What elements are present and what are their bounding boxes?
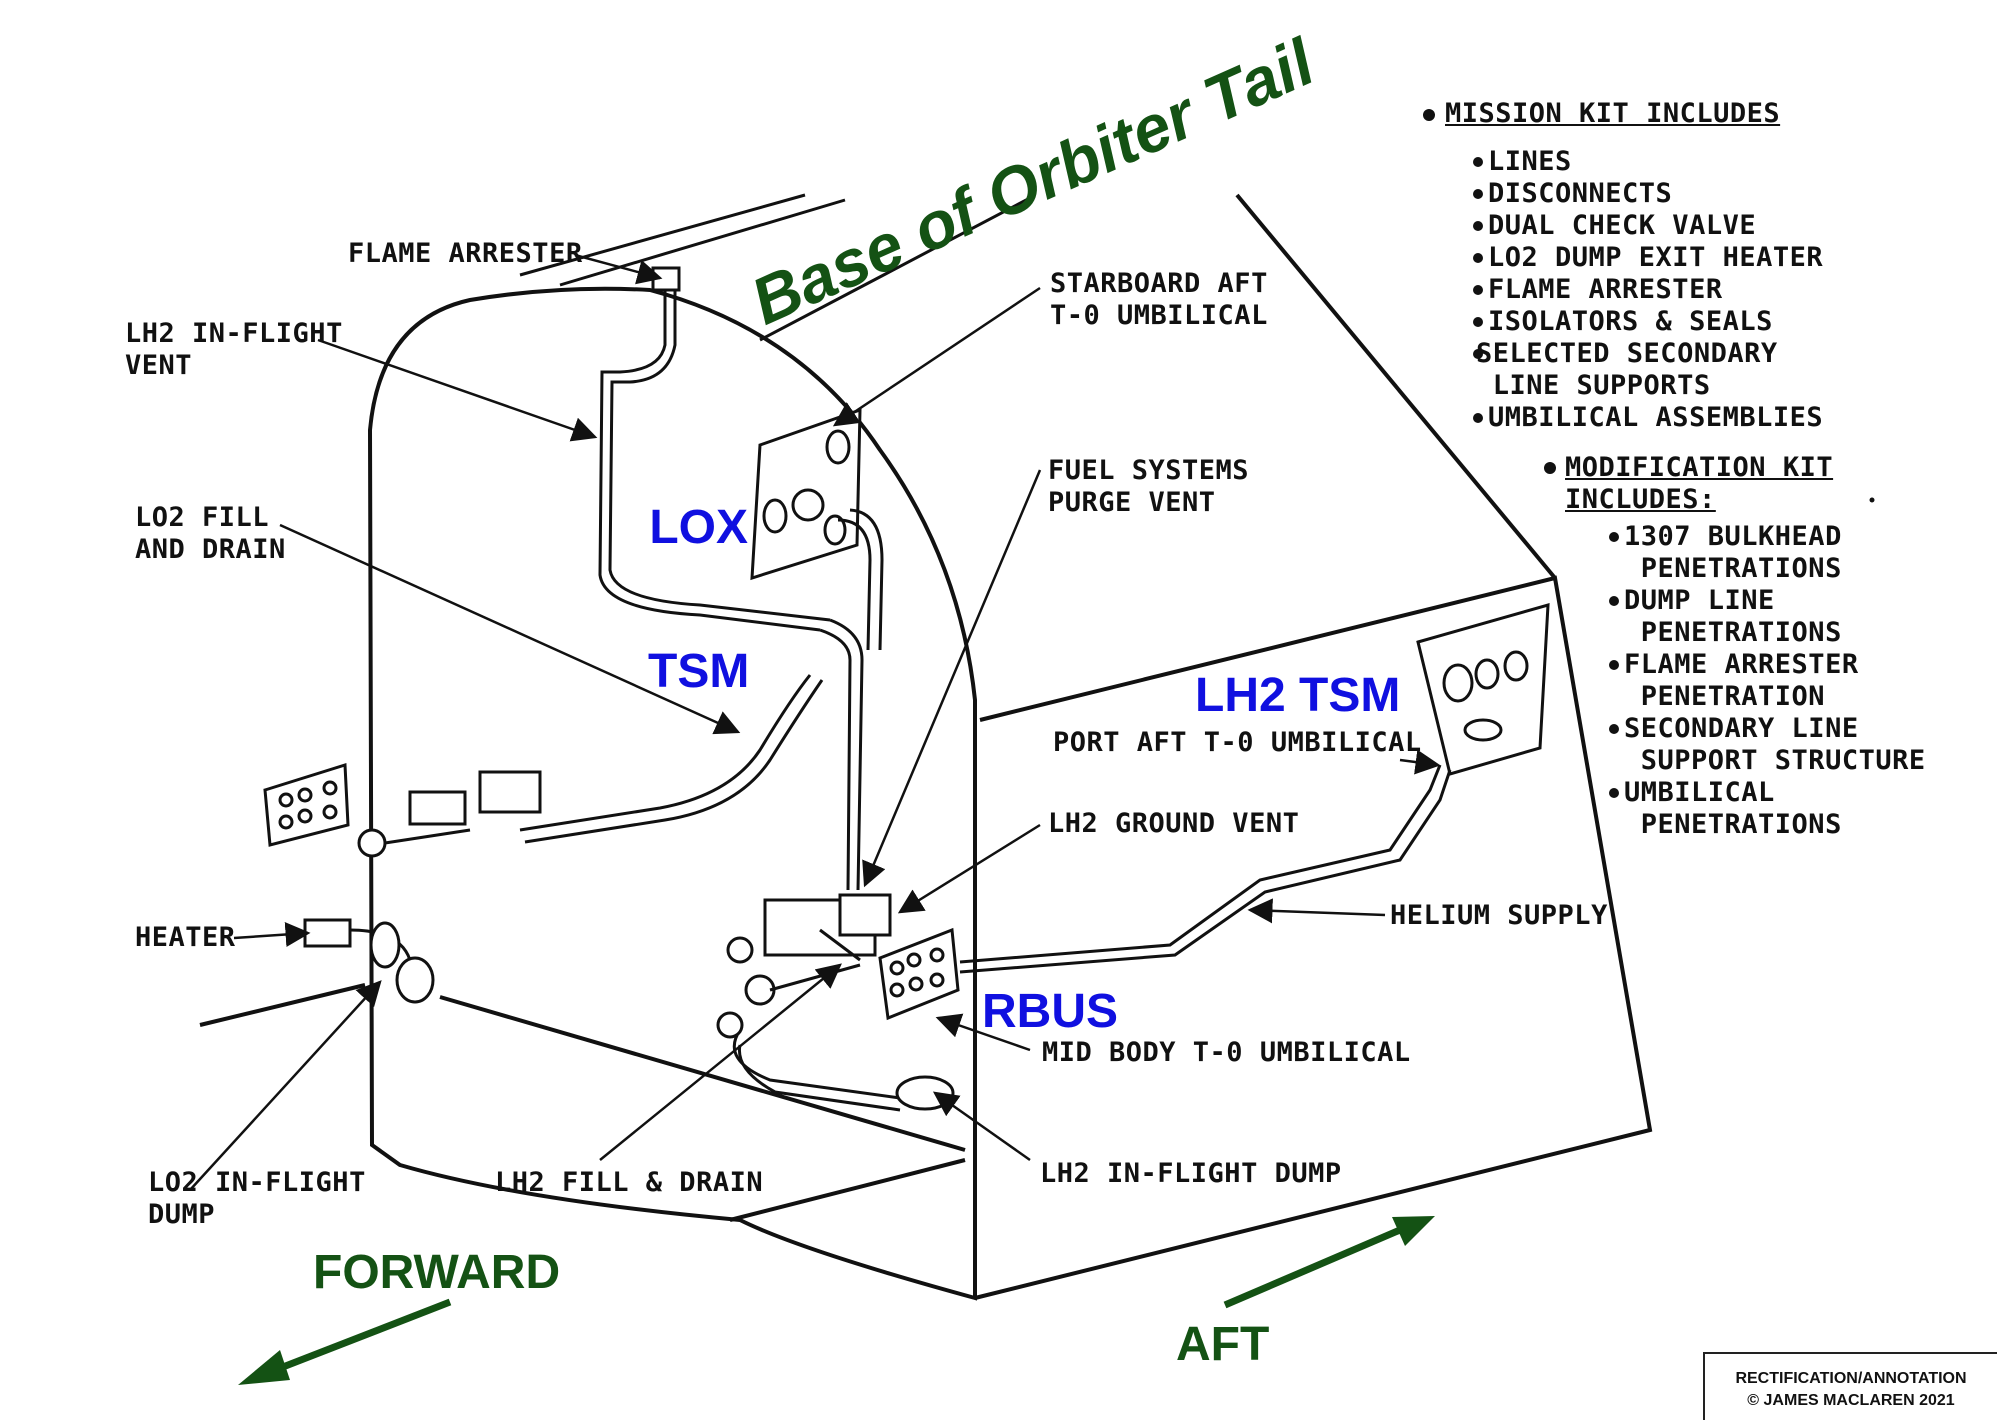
lh2-tsm-label: LH2 TSM xyxy=(1195,669,1401,722)
heater-label: HEATER xyxy=(135,922,236,953)
tail-rails xyxy=(519,193,1031,342)
modification-kit-item: FLAME ARRESTER PENETRATION xyxy=(1624,649,1859,712)
lh2-fill-drain-label: LH2 FILL & DRAIN xyxy=(495,1167,764,1198)
mission-kit-item: DUAL CHECK VALVE xyxy=(1488,210,1757,241)
lo2-fill-drain-label: LO2 FILL AND DRAIN xyxy=(135,502,286,565)
credit-line-2: © JAMES MACLAREN 2021 xyxy=(1747,1392,1955,1409)
plumbing xyxy=(303,266,1452,1112)
lh2-inflight-vent-label: LH2 IN-FLIGHT VENT xyxy=(125,318,343,381)
direction-arrows xyxy=(238,1216,1435,1385)
lox-tsm-plate xyxy=(750,407,862,581)
lh2-tsm-plate xyxy=(1416,602,1550,776)
helium-supply-label: HELIUM SUPPLY xyxy=(1390,900,1608,931)
modification-kit-item: 1307 BULKHEAD PENETRATIONS xyxy=(1624,521,1842,584)
mission-kit-item: ISOLATORS & SEALS xyxy=(1488,306,1773,337)
mission-kit-title: MISSION KIT INCLUDES xyxy=(1445,98,1781,129)
leader-lines xyxy=(189,253,1441,1191)
rbus-plate xyxy=(878,927,960,1021)
modification-kit-item: UMBILICAL PENETRATIONS xyxy=(1624,777,1842,840)
kit-bullets xyxy=(1423,109,1875,798)
credit-line-1: RECTIFICATION/ANNOTATION xyxy=(1735,1370,1967,1387)
modification-kit-item: DUMP LINE PENETRATIONS xyxy=(1624,585,1842,648)
flame-arrester-label: FLAME ARRESTER xyxy=(348,238,583,269)
modification-kit-title: MODIFICATION KIT INCLUDES: xyxy=(1565,452,1834,515)
credit-box: RECTIFICATION/ANNOTATION © JAMES MACLARE… xyxy=(1703,1352,1997,1420)
rbus-label: RBUS xyxy=(982,985,1119,1038)
mid-body-umbilical-label: MID BODY T-0 UMBILICAL xyxy=(1042,1037,1411,1068)
lox-tsm-label: LOX TSM xyxy=(648,408,749,744)
mission-kit-item: FLAME ARRESTER xyxy=(1488,274,1723,305)
forward-label: FORWARD xyxy=(313,1246,561,1299)
mission-kit-item: DISCONNECTS xyxy=(1488,178,1673,209)
lo2-umbilical-plate xyxy=(263,762,350,847)
fuel-purge-vent-label: FUEL SYSTEMS PURGE VENT xyxy=(1048,455,1250,518)
aft-label: AFT xyxy=(1176,1318,1270,1371)
mission-kit-item: LO2 DUMP EXIT HEATER xyxy=(1488,242,1824,273)
mission-kit-item: UMBILICAL ASSEMBLIES xyxy=(1488,402,1824,433)
mission-kit-item: LINES xyxy=(1488,146,1572,177)
lh2-ground-vent-label: LH2 GROUND VENT xyxy=(1048,808,1300,839)
lh2-inflight-dump-label: LH2 IN-FLIGHT DUMP xyxy=(1040,1158,1342,1189)
mission-kit-item: SELECTED SECONDARY LINE SUPPORTS xyxy=(1476,338,1778,401)
starboard-umbilical-label: STARBOARD AFT T-0 UMBILICAL xyxy=(1050,268,1268,331)
lox-tsm-line1: LOX xyxy=(649,501,748,554)
modification-kit-item: SECONDARY LINE SUPPORT STRUCTURE xyxy=(1624,713,1926,776)
port-umbilical-label: PORT AFT T-0 UMBILICAL xyxy=(1053,727,1422,758)
lox-tsm-line2: TSM xyxy=(648,645,750,698)
lo2-inflight-dump-label: LO2 IN-FLIGHT DUMP xyxy=(148,1167,366,1230)
hull-outline xyxy=(199,193,1653,1301)
